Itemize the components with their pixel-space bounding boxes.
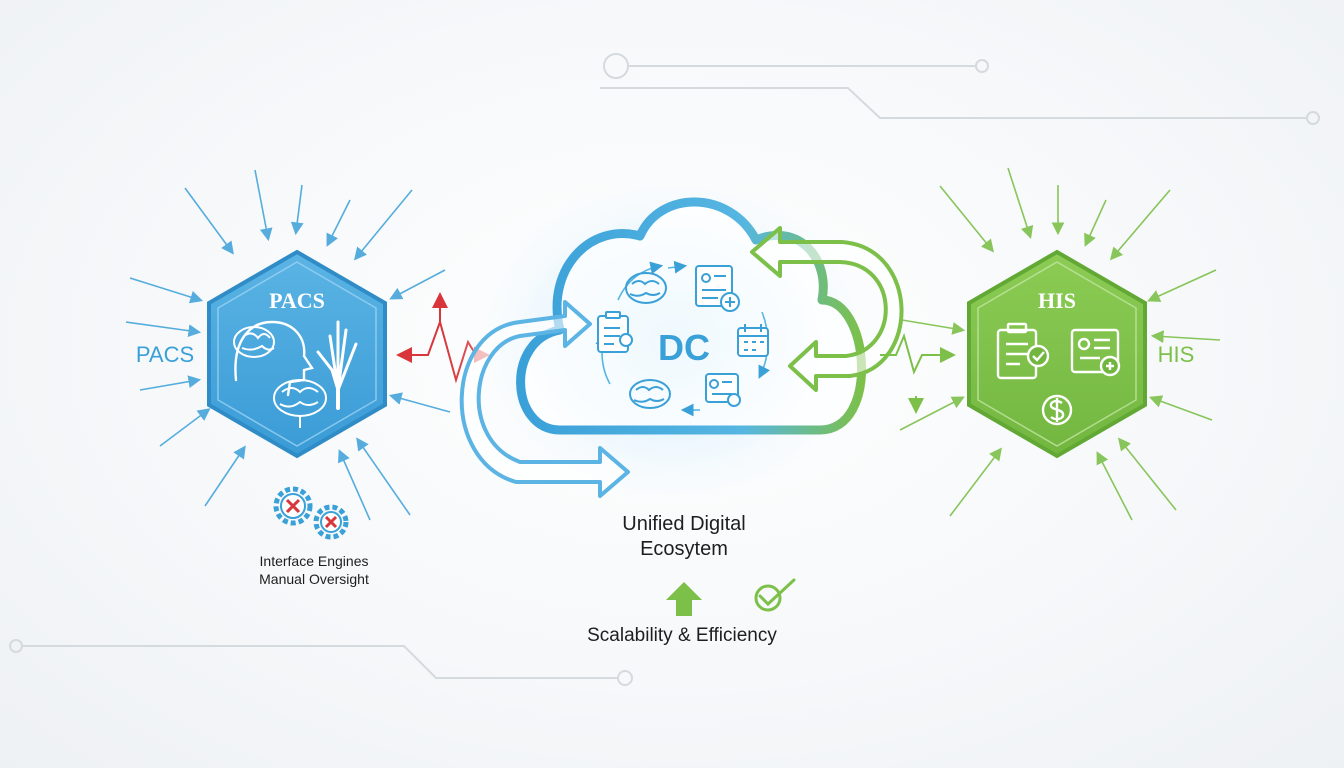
brain-icon [273, 379, 327, 428]
cloud-logo: DC [658, 327, 710, 368]
blue-flow-arrows [459, 300, 630, 498]
id-card-icon [1070, 328, 1121, 377]
circuit-lines [9, 53, 1320, 686]
cloud-caption-line1: Unified Digital [622, 513, 745, 535]
pacs-issue-line1: Interface Engines [260, 553, 369, 569]
gear-error-icon [273, 486, 313, 526]
pacs-issue-line2: Manual Oversight [259, 571, 369, 587]
green-flow-arrows [750, 226, 904, 392]
up-arrow-icon [666, 582, 702, 616]
benefit-label: Scalability & Efficiency [587, 625, 777, 646]
head-icon [234, 320, 314, 397]
calendar-icon [737, 324, 769, 357]
brain-icon [629, 379, 671, 409]
pacs-hex-title: PACS [269, 288, 325, 313]
id-card-icon [695, 265, 740, 312]
his-radiating-arrows [899, 167, 1221, 521]
dollar-icon [1041, 394, 1073, 426]
brain-icon [625, 272, 667, 304]
pacs-side-label: PACS [136, 342, 194, 367]
checkmark-icon [754, 578, 796, 612]
heartbeat-icon [880, 332, 956, 414]
brain-icon [233, 326, 275, 358]
his-hexagon[interactable] [967, 249, 1147, 459]
clipboard-icon [597, 311, 633, 353]
id-card-icon [705, 373, 741, 407]
pacs-hexagon[interactable] [207, 249, 387, 459]
clipboard-icon [996, 322, 1050, 380]
his-hex-title: HIS [1038, 288, 1076, 313]
gear-error-icon [313, 504, 349, 540]
pacs-radiating-arrows [125, 169, 451, 521]
his-side-label: HIS [1158, 342, 1195, 367]
cloud-caption-line2: Ecosytem [640, 538, 728, 560]
hand-xray-icon [316, 320, 358, 410]
